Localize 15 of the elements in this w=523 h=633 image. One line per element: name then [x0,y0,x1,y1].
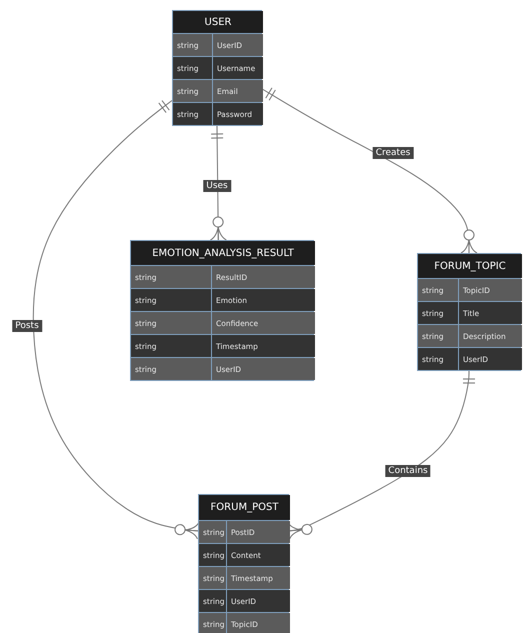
edge-label: Creates [372,147,414,159]
entity-table [130,240,314,381]
edge-label: Contains [385,465,431,477]
entity-name: EMOTION_ANALYSIS_RESULT [131,241,315,265]
edge-label: Uses [203,180,231,192]
entity-name: FORUM_POST [199,495,290,520]
entity-name: USER [173,11,263,33]
entity-table [172,10,262,126]
edge-label: Posts [12,320,42,332]
entity-table [198,494,289,633]
entity-table [417,253,521,371]
relationship-line [262,88,478,254]
relationship-line [210,126,227,241]
relationship-line [32,100,200,540]
entity-name: FORUM_TOPIC [418,254,522,278]
